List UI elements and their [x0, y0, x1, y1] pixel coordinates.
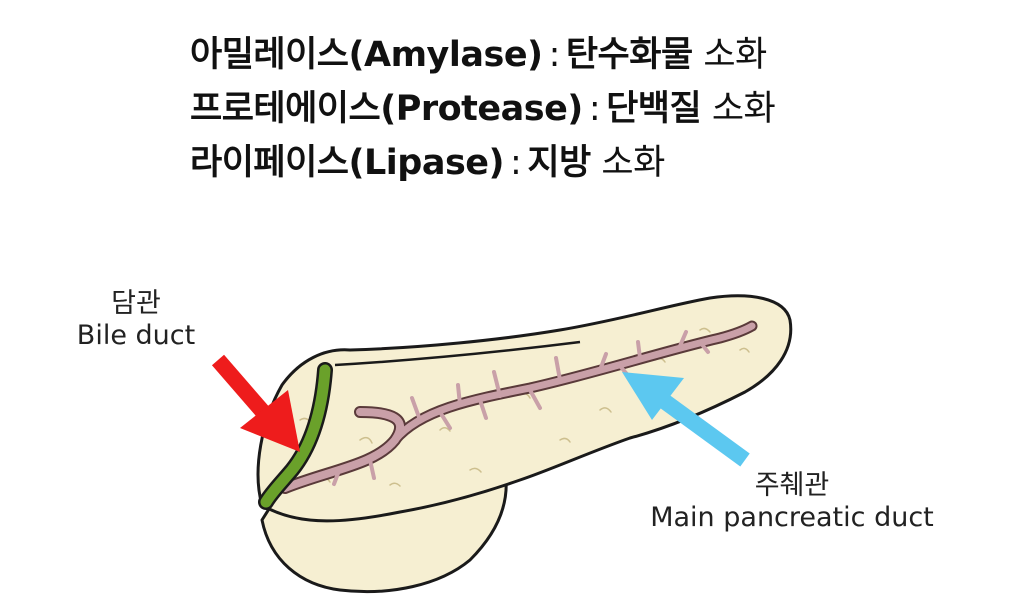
enzyme-name: 아밀레이스(Amylase) [190, 35, 543, 75]
enzyme-action: 소화 [601, 143, 665, 183]
bile-duct-fill [260, 364, 331, 508]
bile-duct-arrow [211, 354, 300, 452]
main-duct-label-en: Main pancreatic duct [650, 502, 934, 533]
enzyme-name: 프로테에이스(Protease) [190, 89, 583, 129]
bile-duct-label-ko: 담관 [111, 288, 161, 319]
enzyme-separator: : [548, 35, 561, 75]
enzyme-separator: : [510, 143, 522, 183]
enzyme-action: 소화 [711, 89, 776, 129]
bile-duct-label-en: Bile duct [76, 320, 196, 351]
enzyme-separator: : [588, 89, 601, 129]
main-duct-label-ko: 주췌관 [754, 470, 830, 501]
enzyme-lipase: 라이페이스(Lipase):지방 소화 [190, 136, 775, 190]
main-pancreatic-duct [279, 320, 758, 494]
enzyme-target: 지방 [527, 143, 591, 183]
main-duct-arrow [622, 372, 750, 467]
enzyme-name: 라이페이스(Lipase) [190, 143, 505, 183]
enzyme-list: 아밀레이스(Amylase):탄수화물 소화 프로테에이스(Protease):… [190, 28, 776, 190]
bile-duct-label: 담관 Bile duct [66, 288, 206, 352]
main-duct-label: 주췌관 Main pancreatic duct [642, 470, 942, 534]
duct-branches [332, 330, 710, 486]
enzyme-amylase: 아밀레이스(Amylase):탄수화물 소화 [190, 28, 775, 82]
enzyme-action: 소화 [703, 35, 767, 75]
enzyme-protease: 프로테에이스(Protease):단백질 소화 [190, 82, 776, 136]
enzyme-target: 탄수화물 [565, 35, 693, 75]
enzyme-target: 단백질 [606, 89, 702, 129]
pancreas-inner-ridge [334, 340, 581, 367]
